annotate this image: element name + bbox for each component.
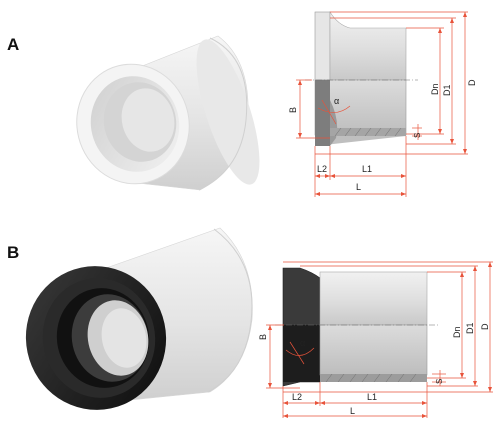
label-dn-a: Dn bbox=[430, 83, 440, 95]
section-drawing-a: B α S Dn D1 D L2 L1 L bbox=[288, 10, 477, 197]
label-l-b: L bbox=[350, 406, 355, 416]
label-d1-a: D1 bbox=[442, 84, 452, 96]
label-d-a: D bbox=[467, 79, 477, 86]
label-s-a: S bbox=[413, 133, 422, 138]
label-s-b: S bbox=[435, 379, 444, 384]
flange-adapter-white-icon bbox=[76, 35, 260, 191]
label-b-a: B bbox=[288, 107, 298, 113]
panel-letter-b: B bbox=[7, 243, 20, 262]
label-l-a: L bbox=[356, 182, 361, 192]
label-l2-a: L2 bbox=[317, 164, 327, 174]
label-alpha-a: α bbox=[334, 96, 339, 106]
label-dn-b: Dn bbox=[452, 326, 462, 338]
panel-letter-a: A bbox=[7, 35, 20, 54]
label-d-b: D bbox=[480, 323, 490, 330]
label-b-b: B bbox=[258, 334, 268, 340]
section-drawing-b: B α S Dn D1 D L2 L1 L bbox=[258, 261, 493, 418]
label-l1-b: L1 bbox=[367, 392, 377, 402]
flange-adapter-black-seal-icon bbox=[25, 227, 253, 410]
label-d1-b: D1 bbox=[465, 322, 475, 334]
label-l1-a: L1 bbox=[362, 164, 372, 174]
label-alpha-b: α bbox=[300, 338, 305, 348]
label-l2-b: L2 bbox=[292, 392, 302, 402]
